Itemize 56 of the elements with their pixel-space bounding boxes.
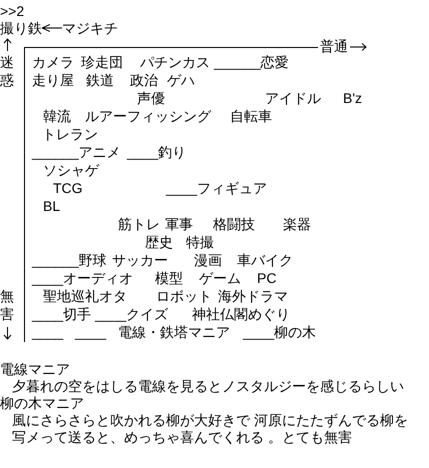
hobby-label: BL <box>43 198 60 214</box>
hobby-label: B'z <box>343 90 362 106</box>
hobby-label: 電線・鉄塔マニア <box>118 324 230 340</box>
hobby-label: 格闘技 <box>213 216 255 232</box>
hobby-label: ____フィギュア <box>166 180 268 196</box>
note-text: 風にさらさらと吹かれる柳が大好きで 河原にたたずんでる柳を写メって送ると、めっちゃ喜んでくれる 。とても無害 <box>12 412 409 446</box>
hobby-label: ゲーム <box>199 270 241 286</box>
hobby-label: 特撮 <box>186 234 214 250</box>
hobby-label: ルアーフィッシング <box>85 108 211 124</box>
hobby-label: 自転車 <box>230 108 272 124</box>
hobby-label: 珍走団 <box>81 54 123 70</box>
axis-label: 普通 <box>320 38 348 54</box>
hobby-label: ____切手 <box>32 306 92 322</box>
underscore-text: ____ <box>75 324 106 340</box>
hobby-label: ____釣り <box>127 144 186 160</box>
hobby-label: 韓流 <box>43 108 71 124</box>
note-text: 夕暮れの空をはしる電線を見るとノスタルジーを感じるらしい <box>12 378 404 395</box>
reply-anchor-text: >>2 <box>0 2 24 20</box>
hobby-label: ______野球 <box>32 252 107 268</box>
axis-label: 迷惑 <box>0 53 14 89</box>
hobby-label: パチンカス <box>140 54 210 70</box>
hobby-label: 模型 <box>155 270 183 286</box>
hobby-label: PC <box>257 270 276 286</box>
hobby-label: ____柳の木 <box>243 324 316 340</box>
hobby-label: サッカー <box>112 252 168 268</box>
hobby-label: 鉄道 <box>86 72 114 88</box>
hobby-label: 神社仏閣めぐり <box>192 306 290 322</box>
axis-label: 無害 <box>0 287 14 323</box>
underscore-text: ____ <box>32 324 64 340</box>
hobby-label: 歴史 <box>145 234 173 250</box>
hobby-label: 車バイク <box>237 252 293 268</box>
hobby-label: アイドル <box>265 90 321 106</box>
hobby-label: ____クイズ <box>95 306 168 322</box>
hobby-label: 軍事 <box>165 216 193 232</box>
hobby-label: 走り屋 <box>32 72 74 88</box>
arrow <box>42 24 62 32</box>
note-heading: 電線マニア <box>0 361 70 378</box>
hobby-label: 声優 <box>137 90 165 106</box>
hobby-label: 筋トレ <box>118 216 160 232</box>
hobby-label: トレラン <box>42 126 98 142</box>
hobby-label: ______アニメ <box>32 144 121 160</box>
hobby-label: 漫画 <box>194 252 222 268</box>
term-label: マジキチ <box>62 19 118 37</box>
hobby-label: ソシャゲ <box>43 162 99 178</box>
hobby-label: ロボット <box>156 288 212 304</box>
hobby-label: TCG <box>53 180 83 196</box>
note-heading: 柳の木マニア <box>0 395 84 412</box>
hobby-label: 政治 <box>130 72 158 88</box>
hobby-label: 海外ドラマ <box>218 288 288 304</box>
hobby-label: カメラ <box>32 54 74 70</box>
hobby-label: ゲハ <box>167 72 195 88</box>
hobby-label: ______恋愛 <box>214 54 289 70</box>
hobby-label: 聖地巡礼オタ <box>43 288 127 304</box>
hobby-label: 楽器 <box>283 216 311 232</box>
hobby-label: ____オーディオ <box>32 270 134 286</box>
term-label: 撮り鉄 <box>0 19 42 37</box>
